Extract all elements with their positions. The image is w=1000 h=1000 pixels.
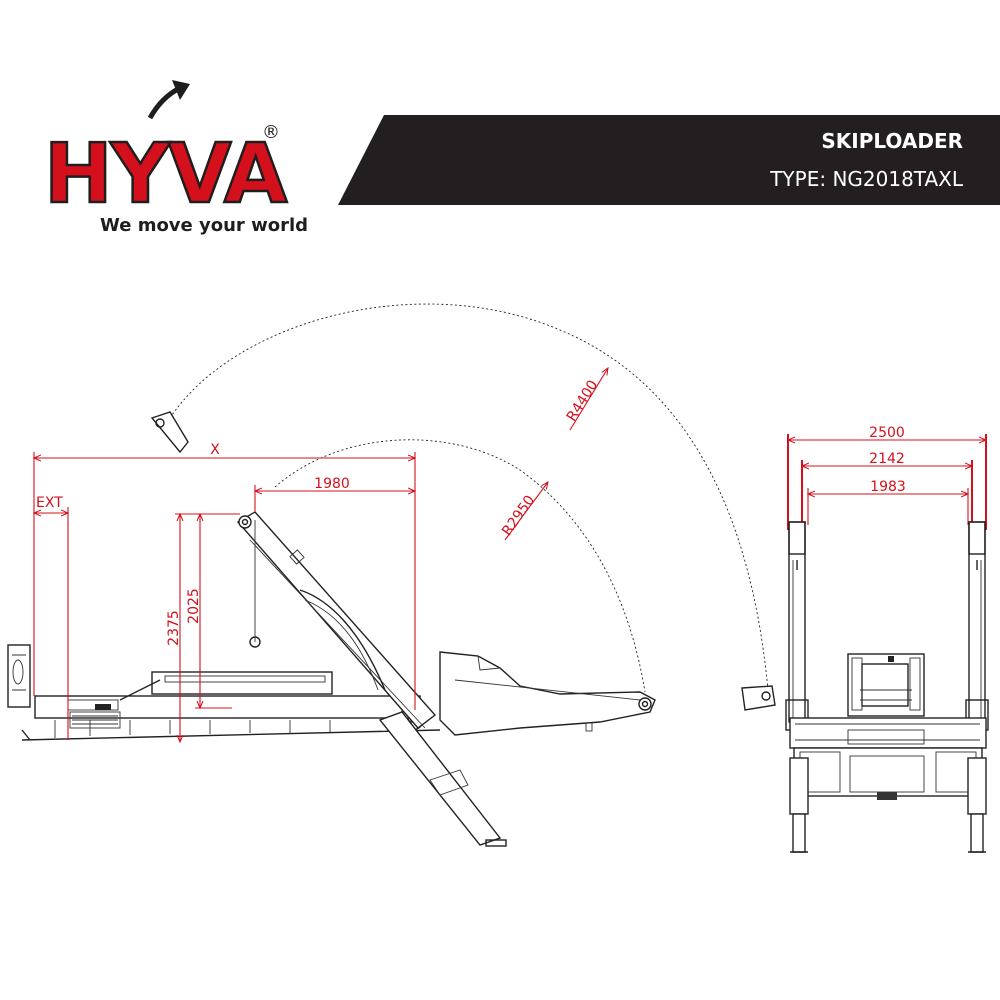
dim-x-label: X (210, 442, 220, 458)
logo-arrow (147, 85, 182, 120)
arm-bracket-top (150, 411, 189, 454)
dim-2375: 2375 (166, 514, 240, 742)
dim-r2950-label: R2950 (499, 493, 538, 539)
logo-arrow-head (172, 80, 190, 100)
lowered-arm (439, 651, 656, 736)
dim-2375-label: 2375 (166, 610, 182, 646)
rear-left-arm (785, 521, 809, 731)
dim-2025-label: 2025 (186, 588, 202, 624)
dim-r2950: R2950 (499, 482, 548, 541)
banner-type: TYPE: NG2018TAXL (769, 167, 964, 191)
dim-1983-label: 1983 (870, 479, 906, 495)
rear-view: 2500 2142 1983 (785, 425, 989, 853)
logo-text: HYVA (44, 127, 288, 222)
dim-2500: 2500 (787, 425, 987, 530)
dim-x: X (34, 442, 415, 710)
registered-mark: ® (262, 122, 280, 143)
raised-arm (236, 511, 437, 729)
banner-background (338, 115, 1000, 205)
dim-1980: 1980 (255, 476, 415, 512)
banner-title: SKIPLOADER (821, 129, 963, 153)
dim-ext-label: EXT (36, 495, 63, 511)
dim-2142-label: 2142 (869, 451, 905, 467)
dim-r4400-label: R4400 (564, 377, 602, 424)
dim-2025: 2025 (186, 514, 232, 708)
dim-1980-label: 1980 (314, 476, 350, 492)
dim-1983: 1983 (808, 479, 968, 525)
dim-ext: EXT (34, 495, 68, 740)
side-view: X EXT 1980 2375 2025 R2950 (7, 303, 776, 847)
rear-right-arm (965, 521, 989, 731)
arc-r4400 (169, 303, 769, 691)
logo-tagline: We move your world (100, 215, 308, 236)
dim-2500-label: 2500 (869, 425, 905, 441)
rear-center-frame (789, 653, 987, 800)
rear-legs (789, 757, 987, 853)
stabilizer-leg (378, 711, 507, 847)
title-banner: SKIPLOADER TYPE: NG2018TAXL (338, 115, 1000, 205)
arc-r2950 (274, 439, 646, 693)
hyva-logo: HYVA ® We move your world (43, 80, 308, 236)
dim-2142: 2142 (801, 451, 973, 545)
dim-r4400: R4400 (564, 368, 608, 431)
